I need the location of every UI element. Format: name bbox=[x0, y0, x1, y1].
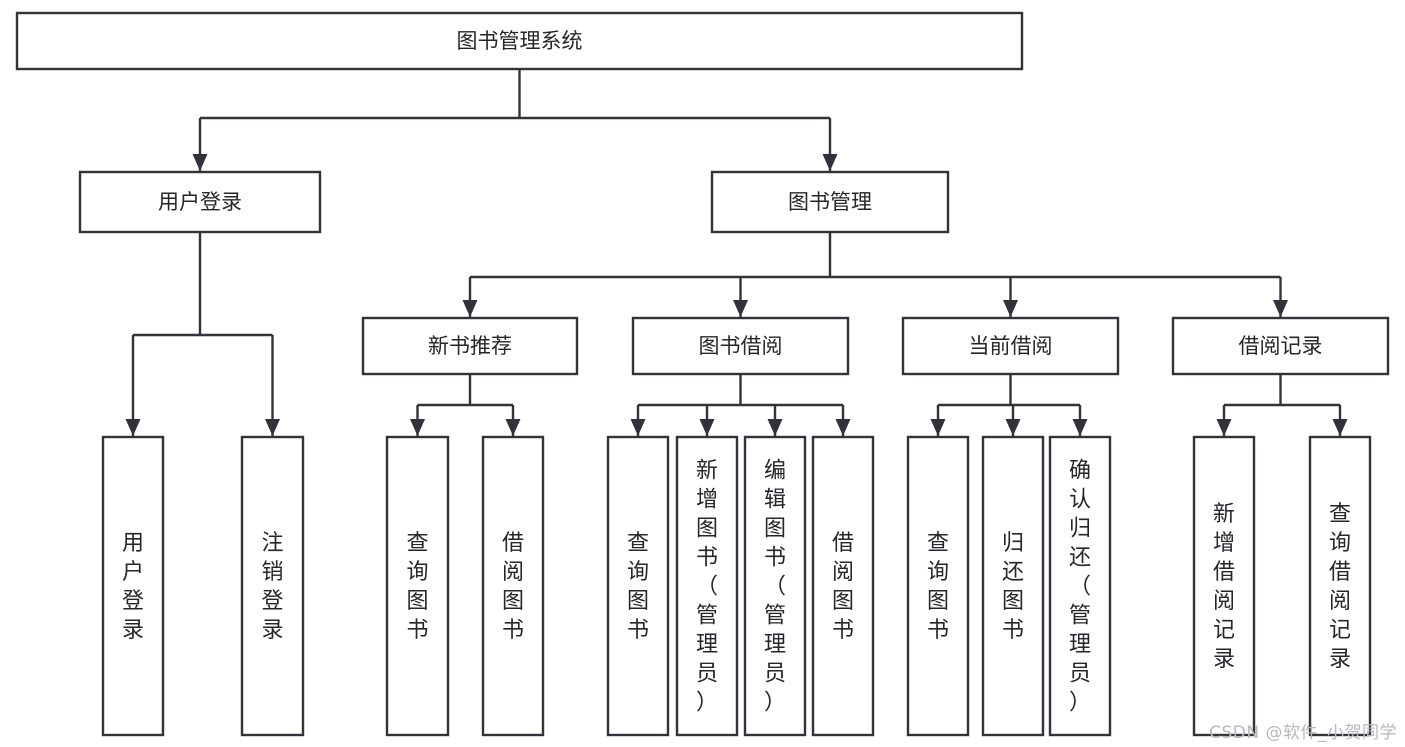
connector-layer bbox=[125, 69, 1348, 436]
watermark-label: CSDN @软件_小贺同学 bbox=[1209, 723, 1397, 743]
node-box bbox=[631, 316, 850, 376]
node-box bbox=[743, 435, 807, 737]
arrow-head-icon bbox=[835, 419, 851, 436]
arrow-head-icon bbox=[1332, 419, 1348, 436]
node-leaf-user-login[interactable]: 用户登录 bbox=[101, 435, 165, 737]
arrow-head-icon bbox=[125, 419, 141, 436]
node-box bbox=[15, 11, 1024, 71]
node-leaf-return-book[interactable]: 归还图书 bbox=[981, 435, 1045, 737]
node-box bbox=[675, 435, 739, 737]
node-leaf-borrow-book-rec[interactable]: 借阅图书 bbox=[481, 435, 545, 737]
node-user-login[interactable]: 用户登录 bbox=[78, 170, 322, 234]
node-label: 查询图书 bbox=[406, 531, 428, 643]
node-label: 查询图书 bbox=[627, 531, 649, 643]
node-box bbox=[481, 435, 545, 737]
node-box bbox=[240, 435, 305, 737]
arrow-head-icon bbox=[699, 419, 715, 436]
arrow-head-icon bbox=[1005, 419, 1021, 436]
arrow-head-icon bbox=[930, 419, 946, 436]
node-new-book-rec[interactable]: 新书推荐 bbox=[361, 316, 579, 376]
node-box bbox=[1171, 316, 1390, 376]
node-label: 借阅图书 bbox=[832, 531, 854, 643]
node-label: 借阅记录 bbox=[1239, 334, 1323, 358]
node-box bbox=[1048, 435, 1112, 737]
node-box bbox=[78, 170, 322, 234]
node-borrow-record[interactable]: 借阅记录 bbox=[1171, 316, 1390, 376]
node-box bbox=[385, 435, 450, 737]
node-label: 查询借阅记录 bbox=[1329, 502, 1351, 672]
node-leaf-edit-book[interactable]: 编辑图书（管理员） bbox=[743, 435, 807, 737]
node-leaf-query-book-cur[interactable]: 查询图书 bbox=[906, 435, 970, 737]
arrow-head-icon bbox=[1216, 419, 1232, 436]
arrow-head-icon bbox=[1003, 300, 1018, 317]
node-leaf-add-book[interactable]: 新增图书（管理员） bbox=[675, 435, 739, 737]
node-label: 新增图书（管理员） bbox=[696, 459, 718, 716]
node-box bbox=[1192, 435, 1256, 737]
node-leaf-logout[interactable]: 注销登录 bbox=[240, 435, 305, 737]
arrow-head-icon bbox=[265, 419, 280, 436]
node-book-manage[interactable]: 图书管理 bbox=[710, 170, 950, 234]
node-label: 编辑图书（管理员） bbox=[764, 459, 786, 716]
node-leaf-query-record[interactable]: 查询借阅记录 bbox=[1308, 435, 1372, 737]
arrow-head-icon bbox=[767, 419, 783, 436]
node-box bbox=[101, 435, 165, 737]
node-label: 注销登录 bbox=[261, 531, 283, 643]
arrow-head-icon bbox=[733, 300, 748, 317]
arrow-head-icon bbox=[462, 300, 478, 317]
arrow-head-icon bbox=[192, 154, 208, 171]
node-label: 图书借阅 bbox=[699, 334, 783, 358]
node-leaf-confirm-return[interactable]: 确认归还（管理员） bbox=[1048, 435, 1112, 737]
node-label: 新书推荐 bbox=[428, 334, 512, 358]
node-label: 当前借阅 bbox=[969, 334, 1053, 358]
node-label: 新增借阅记录 bbox=[1213, 502, 1235, 672]
node-leaf-add-record[interactable]: 新增借阅记录 bbox=[1192, 435, 1256, 737]
node-book-borrow[interactable]: 图书借阅 bbox=[631, 316, 850, 376]
arrow-head-icon bbox=[410, 419, 425, 436]
node-layer: 图书管理系统用户登录图书管理新书推荐图书借阅当前借阅借阅记录用户登录注销登录查询… bbox=[15, 11, 1390, 737]
node-label: 借阅图书 bbox=[502, 531, 524, 643]
node-label: 确认归还（管理员） bbox=[1069, 459, 1091, 716]
node-box bbox=[906, 435, 970, 737]
node-leaf-borrow-book-bor[interactable]: 借阅图书 bbox=[811, 435, 875, 737]
node-box bbox=[901, 316, 1120, 376]
node-box bbox=[811, 435, 875, 737]
node-leaf-query-book-rec[interactable]: 查询图书 bbox=[385, 435, 450, 737]
arrow-head-icon bbox=[1273, 300, 1288, 317]
node-current-borrow[interactable]: 当前借阅 bbox=[901, 316, 1120, 376]
node-label: 归还图书 bbox=[1002, 531, 1024, 643]
node-label: 用户登录 bbox=[158, 190, 242, 214]
node-label: 图书管理系统 bbox=[457, 29, 583, 53]
arrow-head-icon bbox=[1072, 419, 1088, 436]
node-label: 查询图书 bbox=[927, 531, 949, 643]
node-label: 图书管理 bbox=[788, 190, 872, 214]
node-box bbox=[606, 435, 670, 737]
node-box bbox=[1308, 435, 1372, 737]
arrow-head-icon bbox=[630, 419, 646, 436]
node-root-title[interactable]: 图书管理系统 bbox=[15, 11, 1024, 71]
node-box bbox=[710, 170, 950, 234]
arrow-head-icon bbox=[505, 419, 521, 436]
node-box bbox=[361, 316, 579, 376]
arrow-head-icon bbox=[822, 154, 838, 171]
node-label: 用户登录 bbox=[122, 531, 144, 643]
node-leaf-query-book-bor[interactable]: 查询图书 bbox=[606, 435, 670, 737]
node-box bbox=[981, 435, 1045, 737]
